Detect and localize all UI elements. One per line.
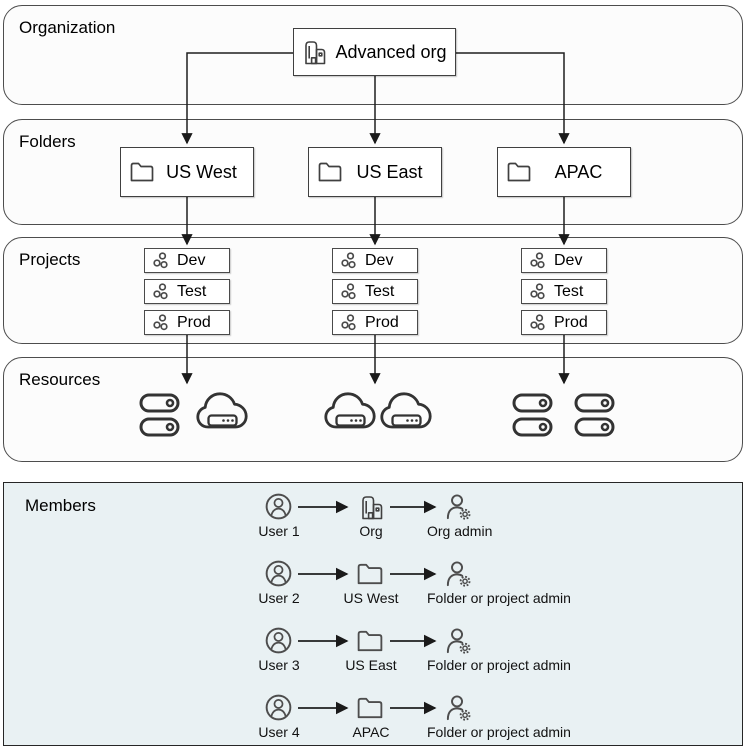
section-label-projects: Projects: [19, 250, 81, 269]
project-node-prod: Prod: [144, 310, 230, 335]
member-role-label: Folder or project admin: [427, 657, 571, 673]
member-row-user1: User 1 Org Org admin: [0, 493, 749, 539]
member-user-label: User 1: [258, 523, 300, 539]
project-column-us-west: Dev Test Prod: [144, 248, 230, 335]
folder-node-us-east: US East: [308, 147, 442, 197]
project-label: Test: [177, 282, 207, 300]
member-role-label: Org admin: [427, 523, 493, 539]
folder-icon: [357, 563, 383, 585]
server-icon: [139, 393, 180, 413]
member-user-label: User 3: [258, 657, 300, 673]
folder-icon: [357, 630, 383, 652]
admin-gear-icon: [446, 628, 471, 654]
project-node-test: Test: [332, 279, 418, 304]
project-node-prod: Prod: [521, 310, 607, 335]
project-node-dev: Dev: [144, 248, 230, 273]
gear-icon: [459, 709, 471, 721]
folder-icon: [357, 697, 383, 719]
folder-label: US West: [166, 161, 237, 182]
project-icon: [153, 283, 168, 300]
folder-label: US East: [356, 161, 423, 182]
project-node-test: Test: [144, 279, 230, 304]
project-node-dev: Dev: [521, 248, 607, 273]
cloud-server-icon: [380, 392, 432, 429]
project-column-us-east: Dev Test Prod: [332, 248, 418, 335]
server-icon: [139, 417, 180, 437]
project-column-apac: Dev Test Prod: [521, 248, 607, 335]
project-icon: [530, 283, 545, 300]
section-label-folders: Folders: [19, 132, 76, 151]
member-target-label: APAC: [352, 724, 390, 740]
project-label: Dev: [365, 251, 394, 269]
server-icon: [512, 393, 553, 413]
project-node-prod: Prod: [332, 310, 418, 335]
project-icon: [153, 252, 168, 269]
project-label: Prod: [554, 313, 588, 331]
server-icon: [574, 393, 615, 413]
project-node-test: Test: [521, 279, 607, 304]
member-row-user2: User 2 US West Folder or project admin: [0, 560, 749, 606]
project-label: Dev: [177, 251, 206, 269]
building-icon: [305, 41, 326, 65]
folder-icon: [318, 162, 342, 182]
org-node-label: Advanced org: [335, 41, 447, 62]
gear-icon: [459, 642, 471, 654]
member-user-label: User 4: [258, 724, 300, 740]
server-icon: [574, 417, 615, 437]
user-icon: [265, 627, 292, 654]
cloud-server-icon: [196, 392, 248, 429]
project-label: Prod: [177, 313, 211, 331]
member-target-label: US West: [343, 590, 399, 606]
member-target-label: Org: [359, 523, 383, 539]
member-target-label: US East: [345, 657, 397, 673]
project-icon: [530, 252, 545, 269]
user-icon: [265, 493, 292, 520]
cloud-server-icon: [324, 392, 376, 429]
folder-node-apac: APAC: [497, 147, 631, 197]
folder-node-us-west: US West: [120, 147, 254, 197]
admin-gear-icon: [446, 494, 471, 520]
member-row-user4: User 4 APAC Folder or project admin: [0, 694, 749, 740]
gear-icon: [459, 575, 471, 587]
project-icon: [530, 314, 545, 331]
project-label: Dev: [554, 251, 583, 269]
member-row-user3: User 3 US East Folder or project admin: [0, 627, 749, 673]
building-icon: [362, 496, 383, 520]
org-node: Advanced org: [293, 28, 456, 76]
server-icon: [512, 417, 553, 437]
member-user-label: User 2: [258, 590, 300, 606]
member-role-label: Folder or project admin: [427, 724, 571, 740]
project-icon: [153, 314, 168, 331]
project-label: Prod: [365, 313, 399, 331]
folder-label: APAC: [554, 161, 603, 182]
project-node-dev: Dev: [332, 248, 418, 273]
section-label-members: Members: [25, 496, 96, 515]
project-icon: [341, 283, 356, 300]
folder-icon: [130, 162, 154, 182]
user-icon: [265, 560, 292, 587]
project-icon: [341, 314, 356, 331]
project-label: Test: [554, 282, 584, 300]
admin-gear-icon: [446, 695, 471, 721]
section-label-organization: Organization: [19, 18, 116, 37]
folder-icon: [507, 162, 531, 182]
member-role-label: Folder or project admin: [427, 590, 571, 606]
project-icon: [341, 252, 356, 269]
user-icon: [265, 694, 292, 721]
project-label: Test: [365, 282, 395, 300]
admin-gear-icon: [446, 561, 471, 587]
gear-icon: [459, 508, 471, 520]
section-label-resources: Resources: [19, 370, 101, 389]
